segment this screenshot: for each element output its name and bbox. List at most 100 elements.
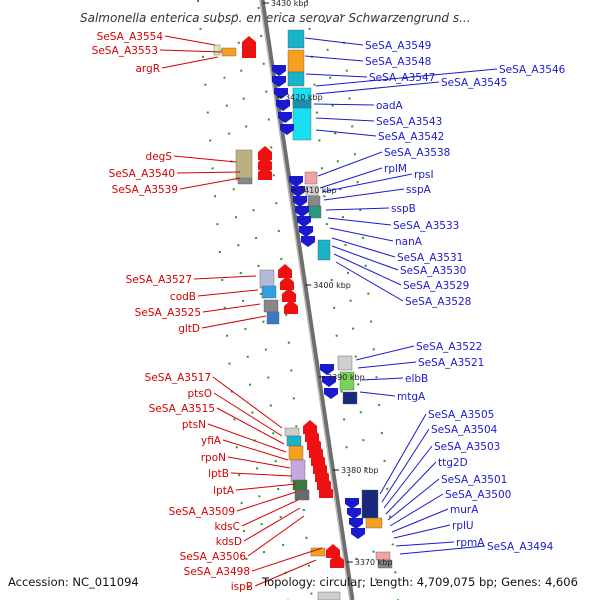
gene-label-right: ttg2D [438,457,468,469]
reverse-arrow [278,112,292,123]
reverse-arrow [297,216,311,227]
map-decor [197,0,399,600]
reverse-arrow [320,364,334,375]
forward-arrow [258,166,272,180]
gene-label-left: SeSA_A3506 [180,551,247,563]
topology-label: Topology: circular; Length: 4,709,075 bp… [261,575,578,589]
left-leader-line [216,407,285,445]
right-leader-line [315,68,498,87]
right-leader-line [333,253,402,286]
right-leader-line [304,37,364,46]
right-leader-line [315,129,377,137]
left-leader-line [173,155,237,163]
gene-label-right: SeSA_A3504 [431,424,498,436]
left-leader-line [222,439,289,461]
right-leader-line [313,103,375,106]
gene-block [317,239,331,261]
reverse-arrow [289,176,303,187]
right-leader-line [331,237,396,258]
gene-label-right: sspA [406,184,432,196]
reverse-arrow [274,88,288,99]
gene-label-right: rplU [452,520,474,532]
gene-label-left: SeSA_A3517 [145,372,211,384]
kbp-label: 3430 kbp [271,0,309,8]
reverse-arrow [349,518,363,529]
gene-label-right: SeSA_A3505 [428,409,494,421]
left-leader-line [212,376,283,429]
gene-label-left: SeSA_A3525 [135,307,201,319]
gene-label-left: ispB [231,581,253,593]
gene-block [288,445,304,461]
right-leader-line [323,188,405,201]
right-leader-line [304,55,364,62]
right-leader-line [399,545,486,555]
gene-label-left: gltD [178,323,200,335]
gene-block [261,285,277,299]
backbone-highlight [259,0,351,600]
gene-label-left: SeSA_A3527 [126,274,192,286]
gene-block [337,355,353,371]
right-leader-line [385,461,437,515]
right-leader-line [321,173,413,193]
gene-label-right: SeSA_A3545 [441,77,507,89]
right-leader-line [391,508,449,533]
forward-arrow [258,146,272,160]
right-leader-line [389,493,444,527]
map-title: Salmonella enterica subsp. enterica sero… [80,11,471,25]
right-leader-line [305,73,368,78]
gene-block [292,479,308,491]
left-leader-line [230,472,293,477]
reverse-arrow [347,508,361,519]
left-leader-line [159,49,223,53]
gene-block [213,44,221,56]
forward-arrow [278,264,292,278]
reverse-arrow [291,186,305,197]
gene-label-right: mtgA [397,391,426,403]
gene-label-left: yfiA [201,435,222,447]
reverse-arrow [293,196,307,207]
gene-label-left: SeSA_A3540 [109,168,175,180]
gene-block [307,195,321,207]
gene-label-right: SeSA_A3522 [416,341,482,353]
left-leader-line [254,559,317,587]
gene-label-left: kdsC [214,521,240,533]
left-leader-line [201,315,267,329]
left-leader-line [176,171,241,174]
right-leader-line [317,151,383,177]
lane-guide [322,0,379,600]
kbp-label: 3380 kbp [341,466,379,475]
gene-label-right: SeSA_A3533 [393,220,459,232]
gene-label-right: sspB [391,203,416,215]
reverse-arrow [351,528,365,539]
gene-label-right: SeSA_A3529 [403,280,469,292]
gene-label-right: SeSA_A3538 [384,147,450,159]
left-leader-line [161,56,219,69]
forward-arrow [330,554,344,568]
gene-label-left: SeSA_A3554 [97,31,164,43]
left-gene-labels: SeSA_A3554SeSA_A3553argRdegSSeSA_A3540Se… [92,31,323,593]
forward-arrow [258,156,272,170]
left-leader-line [235,483,297,491]
gene-label-right: elbB [405,373,428,385]
right-leader-line [331,245,399,271]
gene-label-left: lptB [208,468,229,480]
left-leader-line [202,303,261,313]
right-leader-line [383,445,433,509]
reverse-arrow [324,388,338,399]
forward-arrow [280,276,294,290]
right-leader-line [315,81,440,95]
gene-label-left: kdsD [216,536,242,548]
gene-block [266,311,280,325]
reverse-arrow [345,498,359,509]
gene-label-left: rpoN [201,452,226,464]
gene-block [294,489,310,501]
gene-block [377,559,393,569]
gene-block [287,71,305,87]
gene-label-right: SeSA_A3531 [397,252,463,264]
forward-arrow [242,36,256,50]
right-leader-line [315,117,375,122]
gene-block [221,47,237,57]
